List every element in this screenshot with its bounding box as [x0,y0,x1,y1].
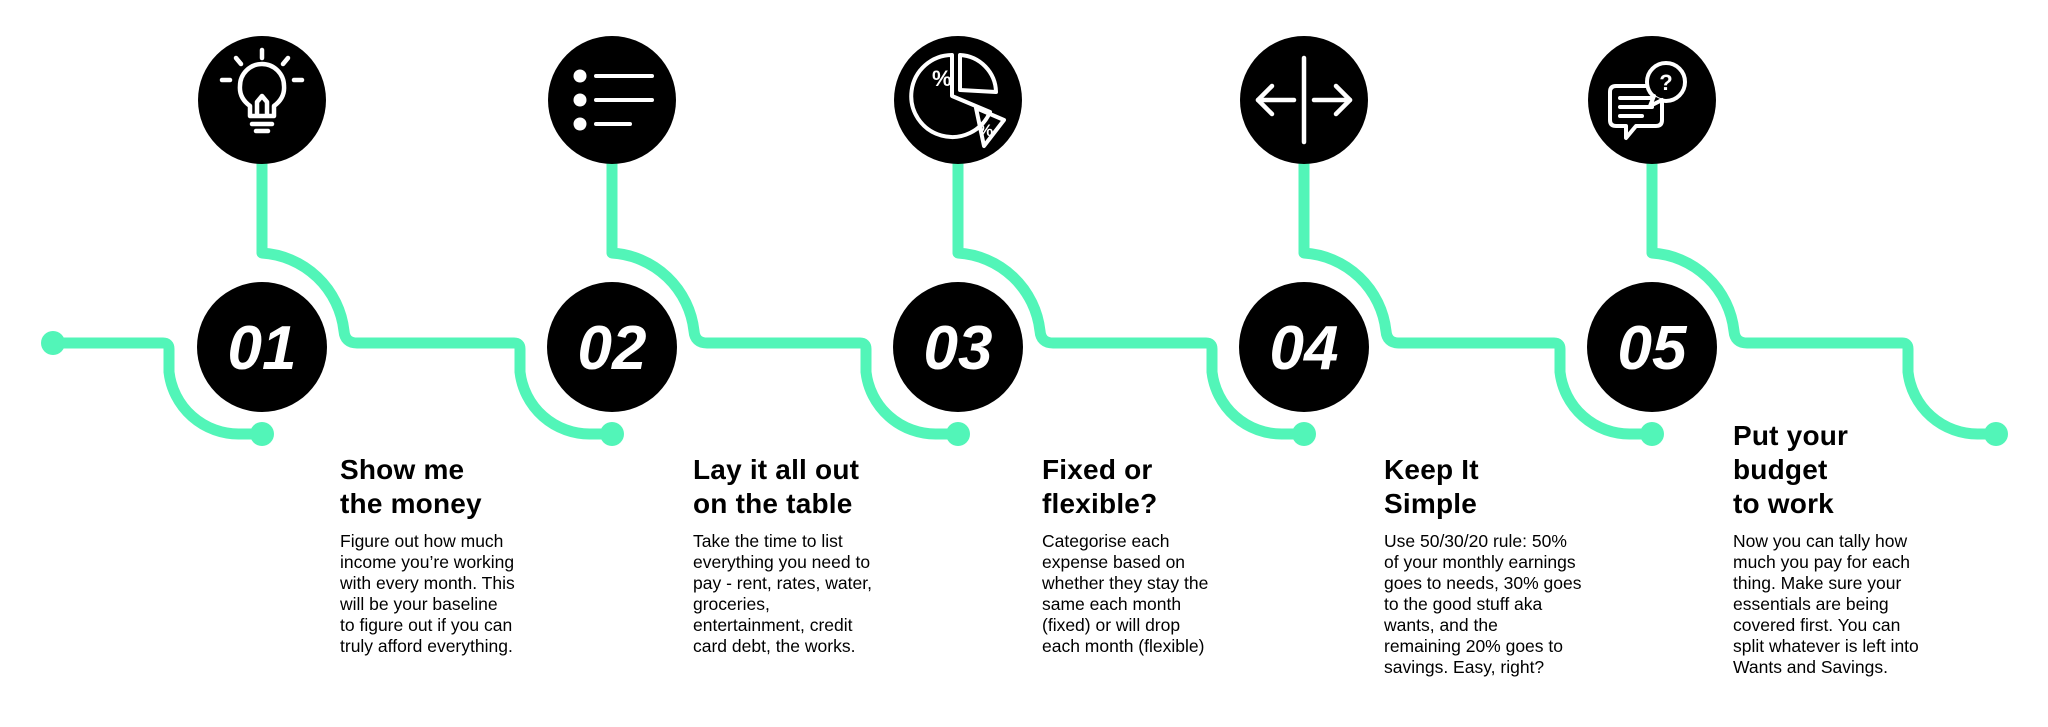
timeline-path [256,154,618,440]
step-description: Take the time to list everything you nee… [693,531,872,656]
step-number-5: 05 [1618,314,1688,383]
step-number-1: 01 [228,314,297,383]
step-title: Lay it all out on the table [693,454,860,519]
timeline-dots [41,331,2008,446]
step-number-circles: 01 02 03 04 05 [197,282,1717,412]
chat-question-icon: ? [1608,61,1687,140]
timeline-path [952,154,1310,440]
step-description: Figure out how much income you’re workin… [340,531,515,656]
lightbulb-icon [219,47,305,134]
step-title: Keep It Simple [1384,454,1479,519]
list-icon [573,69,654,131]
svg-text:?: ? [1659,70,1672,95]
svg-text:%: % [978,121,993,140]
step-title: Show me the money [340,454,482,519]
pie-chart-percent-icon: % % [909,53,1006,148]
step-number-circle-3 [893,282,1023,412]
step-number-circle-1 [197,282,327,412]
step-2: Lay it all out on the table Take the tim… [693,453,872,657]
timeline-connector [47,154,2002,440]
timeline-path [1646,154,2002,440]
step-number-circle-4 [1239,282,1369,412]
step-description: Now you can tally how much you pay for e… [1733,531,1919,677]
timeline-dot [1292,422,1316,446]
step-number-4: 04 [1270,314,1339,383]
timeline-path [47,337,268,440]
timeline-path [606,154,964,440]
timeline-dot [946,422,970,446]
step-1: Show me the money Figure out how much in… [340,453,515,657]
step-4: Keep It Simple Use 50/30/20 rule: 50% of… [1384,453,1582,678]
split-arrows-icon [1255,55,1353,145]
icon-circle-1 [198,36,326,164]
timeline-dot [41,331,65,355]
step-title: Put your budget to work [1733,420,1849,519]
timeline-dot [1984,422,2008,446]
timeline-path [1298,154,1658,440]
step-description: Categorise each expense based on whether… [1042,531,1209,656]
timeline-dot [250,422,274,446]
svg-text:%: % [932,66,952,91]
step-title: Fixed or flexible? [1042,454,1158,519]
timeline-dot [600,422,624,446]
step-3: Fixed or flexible? Categorise each expen… [1042,453,1208,657]
step-description: Use 50/30/20 rule: 50% of your monthly e… [1384,531,1582,677]
timeline-dot [1640,422,1664,446]
step-5: Put your budget to work Now you can tall… [1733,419,1919,678]
step-number-circle-2 [547,282,677,412]
step-number-circle-5 [1587,282,1717,412]
step-number-2: 02 [578,314,647,383]
step-number-3: 03 [924,314,993,383]
